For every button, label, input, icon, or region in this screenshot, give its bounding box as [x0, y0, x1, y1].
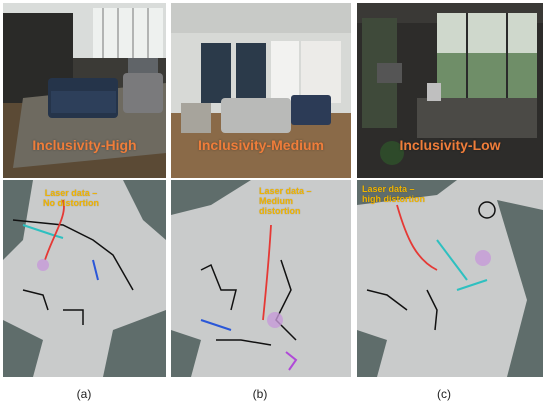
occupancy-map-c — [357, 180, 543, 377]
map-high-distortion: Laser data – high distortion — [357, 180, 543, 377]
map-no-distortion: Laser data – No distortion — [3, 180, 166, 377]
caption-c: (c) — [437, 387, 451, 401]
caption-a: (a) — [76, 387, 92, 401]
photo-inclusivity-low: Inclusivity-Low — [357, 3, 543, 178]
lounge-photo-medium — [171, 3, 351, 178]
laser-data-label: Laser data – Medium distortion — [259, 186, 312, 216]
laser-data-label: Laser data – No distortion — [43, 188, 99, 208]
laser-label-line2: high distortion — [362, 194, 425, 204]
photo-inclusivity-high: Inclusivity-High — [3, 3, 166, 178]
inclusivity-label: Inclusivity-Low — [399, 137, 501, 153]
inclusivity-label: Inclusivity-Medium — [197, 137, 325, 153]
map-medium-distortion: Laser data – Medium distortion — [171, 180, 351, 377]
laser-data-label: Laser data – high distortion — [362, 184, 425, 204]
occupancy-map-a — [3, 180, 166, 377]
laser-label-line1: Laser data – — [259, 186, 312, 196]
photo-inclusivity-medium: Inclusivity-Medium — [171, 3, 351, 178]
laser-label-line1: Laser data – — [44, 188, 98, 198]
occupancy-map-b — [171, 180, 351, 377]
caption-b: (b) — [252, 387, 268, 401]
laser-label-line3: distortion — [259, 206, 301, 216]
laser-label-line2: No distortion — [43, 198, 99, 208]
lounge-photo-low — [357, 3, 543, 178]
laser-label-line2: Medium — [259, 196, 294, 206]
inclusivity-label: Inclusivity-High — [32, 137, 137, 153]
lounge-photo-high — [3, 3, 166, 178]
laser-label-line1: Laser data – — [362, 184, 415, 194]
